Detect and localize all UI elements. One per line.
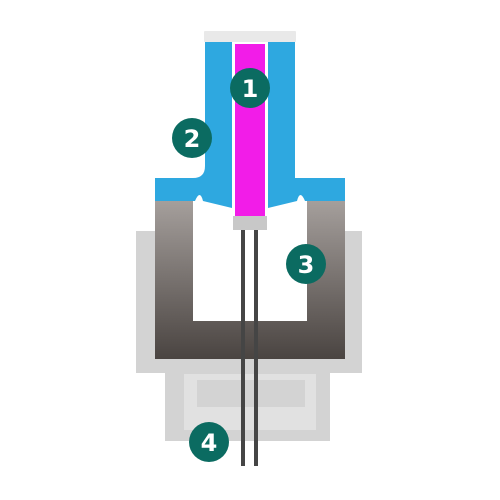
callout-2-label: 2 [184, 125, 201, 153]
callout-4: 4 [189, 422, 229, 462]
blue-holder [155, 42, 345, 208]
top-cap [204, 31, 296, 42]
callout-1-label: 1 [242, 75, 259, 103]
connector [233, 216, 267, 230]
callout-2: 2 [172, 118, 212, 158]
blue-holder-left-curve [193, 166, 205, 178]
callout-1: 1 [230, 68, 270, 108]
wire-right [254, 230, 258, 466]
wire-left [241, 230, 245, 466]
callout-2-circle [172, 118, 212, 158]
callout-4-circle [189, 422, 229, 462]
callout-3-circle [286, 244, 326, 284]
callout-4-label: 4 [201, 429, 218, 457]
callout-1-circle [230, 68, 270, 108]
callout-3: 3 [286, 244, 326, 284]
inner-panel-window [197, 380, 305, 407]
callout-3-label: 3 [298, 251, 315, 279]
